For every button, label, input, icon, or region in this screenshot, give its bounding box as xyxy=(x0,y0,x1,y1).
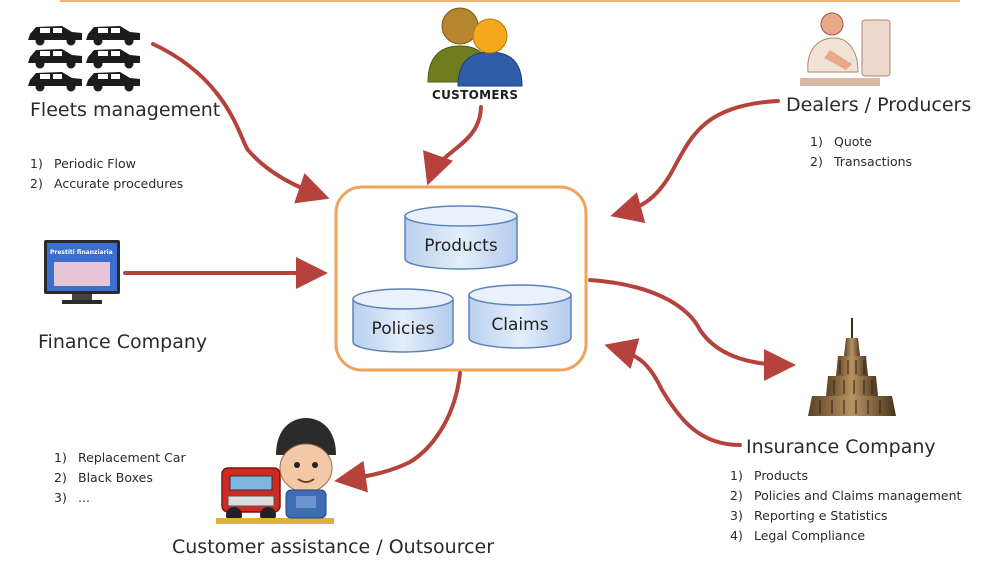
claims-database-icon: Claims xyxy=(468,284,572,349)
fleets-items-list: 1)Periodic Flow 2)Accurate procedures xyxy=(30,154,183,194)
policies-label: Policies xyxy=(372,319,435,339)
list-item: 2)Black Boxes xyxy=(54,470,153,485)
dealers-producers-label: Dealers / Producers xyxy=(786,94,972,116)
insurance-company-label: Insurance Company xyxy=(746,436,936,458)
arrow-hub-to-assistance xyxy=(334,371,462,493)
list-item: 1)Replacement Car xyxy=(54,450,186,465)
insurance-items-list: 1)Products 2)Policies and Claims managem… xyxy=(730,466,961,546)
customer-assistance-label: Customer assistance / Outsourcer xyxy=(172,536,495,558)
policies-database-icon: Policies xyxy=(352,288,454,353)
arrow-customers-to-hub xyxy=(423,105,483,186)
finance-company-label: Finance Company xyxy=(38,331,208,353)
products-database-icon: Products xyxy=(404,205,518,270)
arrow-hub-to-insurance xyxy=(588,278,796,381)
dealer-man-icon xyxy=(800,12,891,86)
cars-fleet-icon xyxy=(28,26,140,92)
claims-label: Claims xyxy=(491,315,548,335)
skyscraper-icon xyxy=(808,318,896,416)
list-item: 1)Quote xyxy=(810,134,873,149)
list-item: 3)... xyxy=(54,490,90,505)
arrow-insurance-to-hub xyxy=(604,338,742,447)
dealers-items-list: 1)Quote 2)Transactions xyxy=(810,132,912,172)
list-item: 3)Reporting e Statistics xyxy=(730,508,888,523)
customers-people-icon xyxy=(427,7,523,87)
arrow-fleets-to-hub xyxy=(151,42,330,204)
finance-monitor-icon: Prestiti finanziaria xyxy=(44,240,120,304)
list-item: 1)Products xyxy=(730,468,808,483)
fleets-management-label: Fleets management xyxy=(30,99,221,121)
list-item: 4)Legal Compliance xyxy=(730,528,866,543)
arrow-dealers-to-hub xyxy=(610,99,780,224)
list-item: 2)Policies and Claims management xyxy=(730,488,962,503)
list-item: 1)Periodic Flow xyxy=(30,156,136,171)
list-item: 2)Accurate procedures xyxy=(30,176,184,191)
finance-screen-text: Prestiti finanziaria xyxy=(50,249,113,256)
products-label: Products xyxy=(424,236,498,256)
assistance-items-list: 1)Replacement Car 2)Black Boxes 3)... xyxy=(54,448,186,508)
tow-truck-icon xyxy=(216,467,334,524)
list-item: 2)Transactions xyxy=(810,154,913,169)
customers-label: CUSTOMERS xyxy=(432,88,519,102)
mechanic-icon xyxy=(276,418,336,519)
